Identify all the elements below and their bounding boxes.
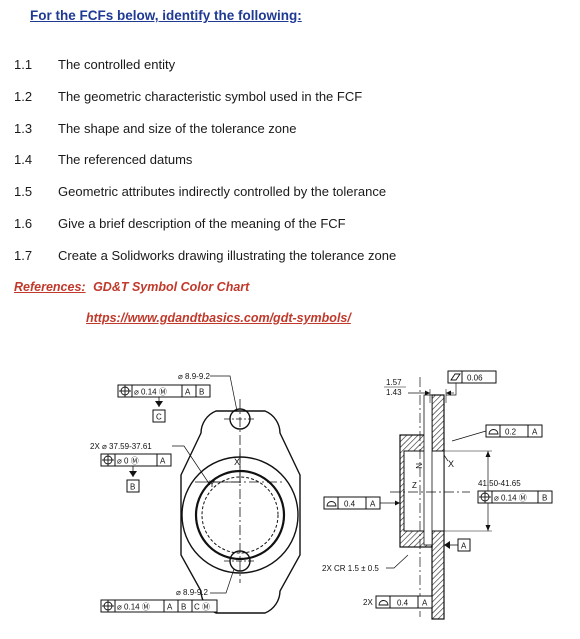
bottom-hole-dimension: ⌀ 8.9-9.2 <box>176 588 208 597</box>
flange-gap <box>423 394 433 546</box>
front-view <box>180 399 301 614</box>
question-number: 1.7 <box>14 248 33 263</box>
references-line: References: GD&T Symbol Color Chart <box>14 280 249 294</box>
fcf-datum: B <box>199 388 204 397</box>
thickness-max: 1.57 <box>386 378 402 387</box>
axis-x-label: X <box>234 457 240 467</box>
top-hole-dimension: ⌀ 8.9-9.2 <box>178 372 210 381</box>
question-number: 1.1 <box>14 57 33 72</box>
fcf-datum: C Ⓜ <box>194 603 210 612</box>
reference-link[interactable]: https://www.gdandtbasics.com/gdt-symbols… <box>86 311 351 325</box>
fcf-datum: A <box>160 457 166 466</box>
fcf-datum: A <box>422 599 428 608</box>
fcf-datum: A <box>532 428 538 437</box>
profile-left-fcf: 0.4 A <box>323 496 381 510</box>
datum-b-label: B <box>130 483 135 492</box>
bore-fcf: ⌀ 0 Ⓜ A <box>100 453 172 467</box>
question-text: Create a Solidworks drawing illustrating… <box>58 248 397 263</box>
fcf-tolerance: ⌀ 0 Ⓜ <box>117 457 139 466</box>
question-text: Geometric attributes indirectly controll… <box>58 184 387 199</box>
profile-right-fcf: 0.2 A <box>485 424 543 438</box>
top-hole-leader <box>210 375 238 412</box>
profile-bottom-prefix: 2X <box>363 598 373 607</box>
fcf-datum: B <box>542 494 547 503</box>
question-text: The geometric characteristic symbol used… <box>58 89 363 104</box>
side-axis-x-label: X <box>448 459 454 469</box>
bore-dimension: 2X ⌀ 37.59-37.61 <box>90 442 152 451</box>
question-number: 1.4 <box>14 152 33 167</box>
datum-a-box <box>457 538 471 552</box>
fcf-tolerance: ⌀ 0.14 Ⓜ <box>494 494 527 503</box>
od-dimension: 41.50-41.65 <box>478 479 521 488</box>
axis-y-label: Y <box>209 479 215 489</box>
bottom-fcf: ⌀ 0.14 Ⓜ A B C Ⓜ <box>100 599 218 613</box>
references-label: References: <box>14 280 86 294</box>
fcf-tolerance: 0.06 <box>467 374 483 383</box>
thickness-min: 1.43 <box>386 388 402 397</box>
axis-z-label: Z <box>412 481 417 490</box>
side-view <box>390 377 470 620</box>
fcf-tolerance: 0.2 <box>505 428 517 437</box>
fcf-datum: A <box>167 603 173 612</box>
axis-n-label: N <box>414 463 423 469</box>
question-text: The shape and size of the tolerance zone <box>58 121 297 136</box>
question-number: 1.2 <box>14 89 33 104</box>
bottom-hole-leader <box>210 568 235 594</box>
gdt-drawing: X Y ⌀ 8.9-9.2 ⌀ 0.14 Ⓜ A B C 2X ⌀ 37.59-… <box>90 370 553 620</box>
references-title: GD&T Symbol Color Chart <box>93 280 250 294</box>
flatness-fcf: 0.06 <box>447 370 497 384</box>
od-fcf: ⌀ 0.14 Ⓜ B <box>477 490 553 504</box>
fcf-datum: B <box>181 603 186 612</box>
datum-c-label: C <box>156 413 162 422</box>
flange-outline <box>180 410 301 614</box>
fcf-datum: A <box>370 500 376 509</box>
profile-bottom-fcf: 0.4 A <box>375 595 433 609</box>
question-text: The controlled entity <box>58 57 176 72</box>
corner-radius-note: 2X CR 1.5 ± 0.5 <box>322 564 379 573</box>
fcf-tolerance: ⌀ 0.14 Ⓜ <box>134 388 167 397</box>
fcf-tolerance: 0.4 <box>344 500 356 509</box>
fcf-tolerance: 0.4 <box>397 599 409 608</box>
question-number: 1.3 <box>14 121 33 136</box>
question-number: 1.6 <box>14 216 33 231</box>
bore-leader <box>172 445 211 486</box>
page-heading: For the FCFs below, identify the followi… <box>30 8 302 23</box>
datum-c-box <box>152 409 166 423</box>
question-text: Give a brief description of the meaning … <box>58 216 346 231</box>
datum-b-box <box>126 479 140 493</box>
question-number: 1.5 <box>14 184 33 199</box>
top-fcf: ⌀ 0.14 Ⓜ A B <box>117 384 211 398</box>
question-text: The referenced datums <box>58 152 193 167</box>
datum-a-label: A <box>461 542 467 551</box>
hub-inner-circle <box>201 476 279 554</box>
fcf-datum: A <box>185 388 191 397</box>
fcf-tolerance: ⌀ 0.14 Ⓜ <box>117 603 150 612</box>
